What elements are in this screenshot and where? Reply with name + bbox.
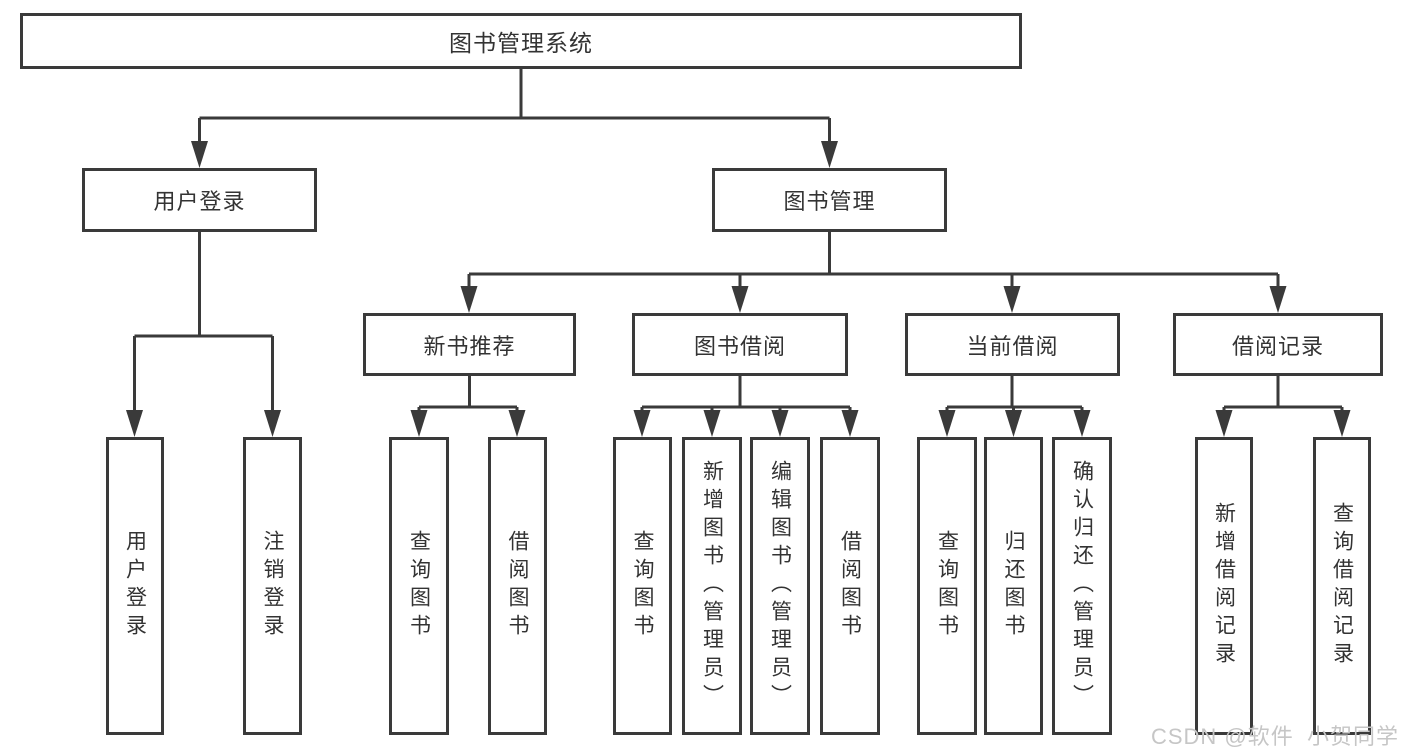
connector-book-borrow-split [640,376,852,415]
leaf-current-return-books-label: 归还图书 [1002,530,1025,642]
leaf-current-query-books-label: 查询图书 [935,530,959,642]
connector-user-login-split [133,232,274,412]
leaf-logout: 注销登录 [243,437,302,735]
leaf-current-query-books: 查询图书 [917,437,977,735]
leaf-newrec-borrow-books-label: 借阅图书 [506,530,529,642]
leaf-borrow-borrow-books: 借阅图书 [820,437,880,735]
leaf-current-confirm-return-admin-label: 确认归还（管理员） [1070,460,1094,712]
arrowheads-new-book-children [410,410,526,437]
leaf-newrec-query-books-label: 查询图书 [407,530,431,642]
node-library-system-root: 图书管理系统 [20,13,1022,69]
leaf-newrec-borrow-books: 借阅图书 [488,437,547,735]
node-borrow-records: 借阅记录 [1173,313,1383,376]
leaf-current-confirm-return-admin: 确认归还（管理员） [1052,437,1112,735]
node-new-book-recommend: 新书推荐 [363,313,576,376]
arrowheads-level2 [191,141,838,168]
leaf-current-return-books: 归还图书 [984,437,1043,735]
leaf-records-add-record-label: 新增借阅记录 [1212,502,1236,670]
node-user-login-branch: 用户登录 [82,168,317,232]
leaf-user-login-label: 用户登录 [123,530,147,642]
leaf-records-query-record: 查询借阅记录 [1313,437,1371,735]
arrowheads-book-borrow-children [633,410,859,437]
leaf-newrec-query-books: 查询图书 [389,437,449,735]
leaf-borrow-add-books-admin-label: 新增图书（管理员） [700,460,724,712]
arrowheads-borrow-records-children [1215,410,1351,437]
leaf-borrow-query-books: 查询图书 [613,437,672,735]
node-current-borrow: 当前借阅 [905,313,1120,376]
leaf-borrow-add-books-admin: 新增图书（管理员） [682,437,742,735]
leaf-borrow-borrow-books-label: 借阅图书 [838,530,862,642]
connector-book-management-split [467,232,1280,290]
connector-new-book-split [417,376,519,415]
arrowheads-user-login-children [126,410,281,437]
connector-root-to-level2 [198,69,831,145]
leaf-records-add-record: 新增借阅记录 [1195,437,1253,735]
leaf-borrow-edit-books-admin-label: 编辑图书（管理员） [768,460,792,712]
csdn-watermark: CSDN @软件_小贺同学 [1150,724,1399,747]
connector-borrow-records-split [1222,376,1344,415]
leaf-borrow-query-books-label: 查询图书 [631,530,654,642]
connector-current-borrow-split [945,376,1084,415]
arrowheads-level3 [460,286,1287,313]
leaf-user-login: 用户登录 [106,437,164,735]
leaf-records-query-record-label: 查询借阅记录 [1330,502,1354,670]
node-book-borrow: 图书借阅 [632,313,848,376]
arrowheads-current-borrow-children [938,410,1091,437]
node-book-management-branch: 图书管理 [712,168,947,232]
leaf-borrow-edit-books-admin: 编辑图书（管理员） [750,437,810,735]
leaf-logout-label: 注销登录 [261,530,284,642]
